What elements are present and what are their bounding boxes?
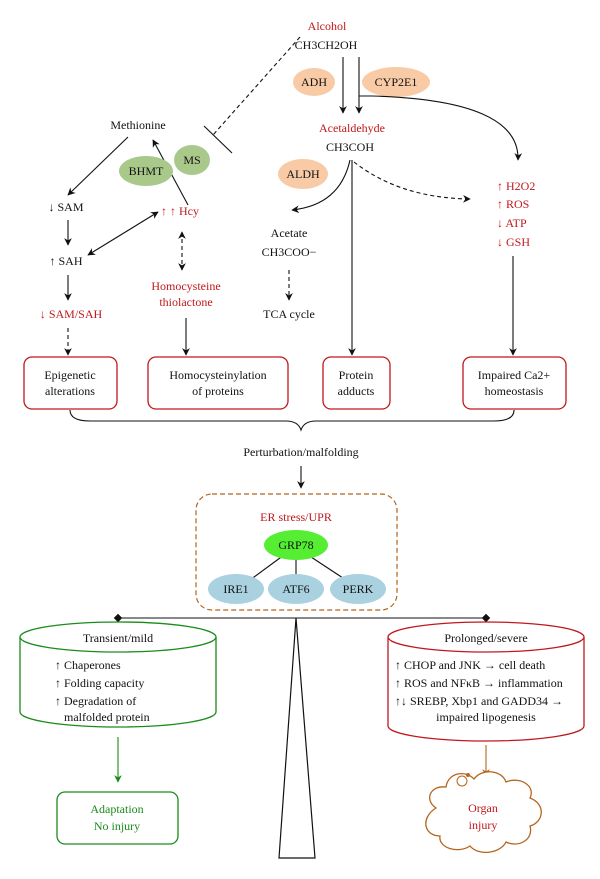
balance-pivot-right bbox=[481, 613, 491, 623]
calcium-line2: homeostasis bbox=[485, 384, 544, 398]
convergence-brace bbox=[69, 409, 515, 432]
ire1-label: IRE1 bbox=[223, 582, 248, 596]
atf6-label: ATF6 bbox=[282, 582, 309, 596]
aldh-enzyme bbox=[278, 159, 328, 189]
cyp2e1-to-oxidative-arrow bbox=[359, 95, 523, 161]
grp78-to-ire1-line bbox=[249, 554, 285, 581]
organ-line1: Organ bbox=[468, 801, 498, 815]
epigenetic-line1: Epigenetic bbox=[44, 368, 95, 382]
protein-adducts-box bbox=[322, 356, 391, 410]
mild-item-4: malfolded protein bbox=[64, 710, 150, 724]
calcium-line1: Impaired Ca2+ bbox=[478, 368, 551, 382]
cyp2e1-enzyme bbox=[362, 67, 430, 97]
mild-item-2: ↑ Folding capacity bbox=[55, 676, 144, 690]
severe-item-2: ↑ ROS and NFκB → inflammation bbox=[395, 676, 563, 690]
severe-cylinder-top bbox=[387, 621, 585, 653]
oxidative-ros: ↑ ROS bbox=[497, 197, 529, 211]
acetaldehyde-to-oxidative-arrow bbox=[353, 161, 471, 203]
homocysteine-thiolactone-line2: thiolactone bbox=[159, 295, 212, 309]
organ-line2: injury bbox=[469, 818, 498, 832]
alcohol-inhibits-ms-line bbox=[212, 36, 301, 136]
adh-label: ADH bbox=[301, 75, 327, 89]
acetaldehyde-label: Acetaldehyde bbox=[319, 121, 385, 135]
acetaldehyde-formula: CH3COH bbox=[326, 140, 374, 154]
perk-node bbox=[330, 574, 386, 604]
adaptation-line2: No injury bbox=[94, 819, 140, 833]
tca-cycle-label: TCA cycle bbox=[263, 307, 315, 321]
mild-item-1: ↑ Chaperones bbox=[55, 658, 121, 672]
methionine-label: Methionine bbox=[110, 118, 165, 132]
sah-label: ↑ SAH bbox=[49, 254, 82, 268]
mild-cylinder-body bbox=[19, 637, 217, 728]
mild-item-3: ↑ Degradation of bbox=[55, 694, 136, 708]
organ-injury-spark bbox=[466, 773, 470, 777]
ms-label: MS bbox=[183, 153, 200, 167]
protein-adducts-line2: adducts bbox=[338, 384, 375, 398]
oxidative-h2o2: ↑ H2O2 bbox=[497, 179, 535, 193]
epigenetic-line2: alterations bbox=[45, 384, 95, 398]
grp78-label: GRP78 bbox=[278, 538, 313, 552]
calcium-box bbox=[462, 356, 567, 410]
inhibition-bar bbox=[203, 125, 233, 154]
sam-label: ↓ SAM bbox=[48, 200, 83, 214]
alcohol-label: Alcohol bbox=[308, 19, 347, 33]
mild-title: Transient/mild bbox=[83, 631, 153, 645]
aldh-label: ALDH bbox=[286, 167, 320, 181]
methionine-to-sam-arrow bbox=[67, 136, 129, 196]
organ-injury-explosion-mark bbox=[456, 775, 468, 787]
severe-item-3: ↑↓ SREBP, Xbp1 and GADD34 → bbox=[395, 694, 563, 708]
oxidative-atp: ↓ ATP bbox=[497, 216, 527, 230]
alcohol-formula: CH3CH2OH bbox=[295, 38, 358, 52]
grp78-to-perk-line bbox=[307, 554, 347, 581]
sah-hcy-reversible-arrow bbox=[87, 211, 159, 256]
acetaldehyde-to-acetate-arrow bbox=[291, 159, 351, 214]
balance-fulcrum bbox=[278, 617, 316, 859]
grp78-node bbox=[264, 530, 328, 560]
protein-adducts-line1: Protein bbox=[339, 368, 374, 382]
homocysteinylation-line2: of proteins bbox=[192, 384, 244, 398]
oxidative-gsh: ↓ GSH bbox=[497, 235, 530, 249]
balance-pivot-left bbox=[113, 613, 123, 623]
acetate-formula: CH3COO− bbox=[262, 245, 317, 259]
epigenetic-box bbox=[23, 356, 118, 410]
hcy-label: ↑ ↑ Hcy bbox=[161, 204, 199, 218]
mild-cylinder-top bbox=[19, 621, 217, 653]
severe-cylinder-body bbox=[387, 637, 585, 742]
cyp2e1-label: CYP2E1 bbox=[375, 75, 418, 89]
bhmt-label: BHMT bbox=[129, 164, 164, 178]
homocysteinylation-line1: Homocysteinylation bbox=[169, 368, 266, 382]
er-stress-title: ER stress/UPR bbox=[260, 510, 332, 524]
severe-item-4: impaired lipogenesis bbox=[436, 710, 536, 724]
adaptation-line1: Adaptation bbox=[90, 802, 143, 816]
homocysteinylation-box bbox=[147, 356, 289, 410]
severe-item-1: ↑ CHOP and JNK → cell death bbox=[395, 658, 545, 672]
severe-title: Prolonged/severe bbox=[444, 631, 527, 645]
bhmt-enzyme bbox=[119, 156, 173, 186]
atf6-node bbox=[268, 574, 324, 604]
ms-enzyme bbox=[174, 145, 210, 175]
sam-sah-ratio-label: ↓ SAM/SAH bbox=[40, 307, 103, 321]
adaptation-box bbox=[56, 791, 179, 845]
adh-enzyme bbox=[293, 68, 335, 96]
acetate-label: Acetate bbox=[271, 226, 308, 240]
perk-label: PERK bbox=[343, 582, 374, 596]
perturbation-label: Perturbation/malfolding bbox=[243, 445, 358, 459]
organ-injury-cloud bbox=[425, 771, 542, 853]
ire1-node bbox=[208, 574, 264, 604]
homocysteine-thiolactone-line1: Homocysteine bbox=[151, 279, 220, 293]
